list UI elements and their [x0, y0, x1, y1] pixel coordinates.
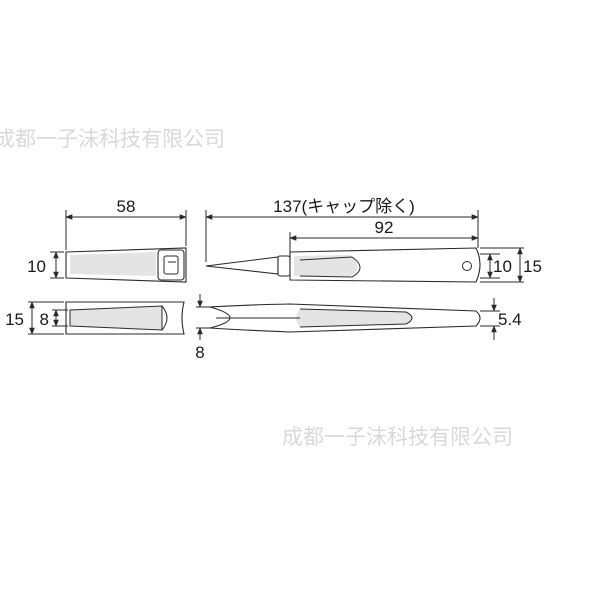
tip-gap-label: 8: [195, 343, 204, 362]
dim-tip-gap: 8: [195, 294, 212, 362]
dim-cap-length: 58: [65, 197, 187, 250]
tweezers-top-view: [209, 303, 481, 333]
dim-cap-inner-width: 8: [40, 309, 68, 329]
dim-body-height: 10: [480, 253, 512, 279]
dim-cap-height: 10: [27, 251, 64, 279]
tweezers-side-view: [205, 247, 481, 283]
body-total-height-label: 15: [523, 257, 542, 276]
dim-grip-length: 92: [289, 218, 479, 252]
cap-height-label: 10: [27, 257, 46, 276]
dim-cap-width: 15: [5, 301, 64, 335]
watermark-bottom: 成都一子沫科技有限公司: [282, 425, 513, 449]
total-length-label: 137(キャップ除く): [273, 197, 415, 216]
cap-width-label: 15: [5, 310, 24, 329]
dim-body-thickness: 5.4: [480, 298, 522, 340]
cap-length-label: 58: [117, 197, 136, 216]
grip-length-label: 92: [375, 218, 394, 237]
cap-side-view: [65, 247, 187, 283]
cap-top-view: [65, 301, 185, 335]
watermark-top: 成都一子沫科技有限公司: [0, 127, 225, 151]
body-thickness-label: 5.4: [498, 310, 522, 329]
dim-body-total-height: 15: [480, 247, 542, 283]
body-height-label: 10: [493, 257, 512, 276]
cap-inner-width-label: 8: [40, 310, 49, 329]
